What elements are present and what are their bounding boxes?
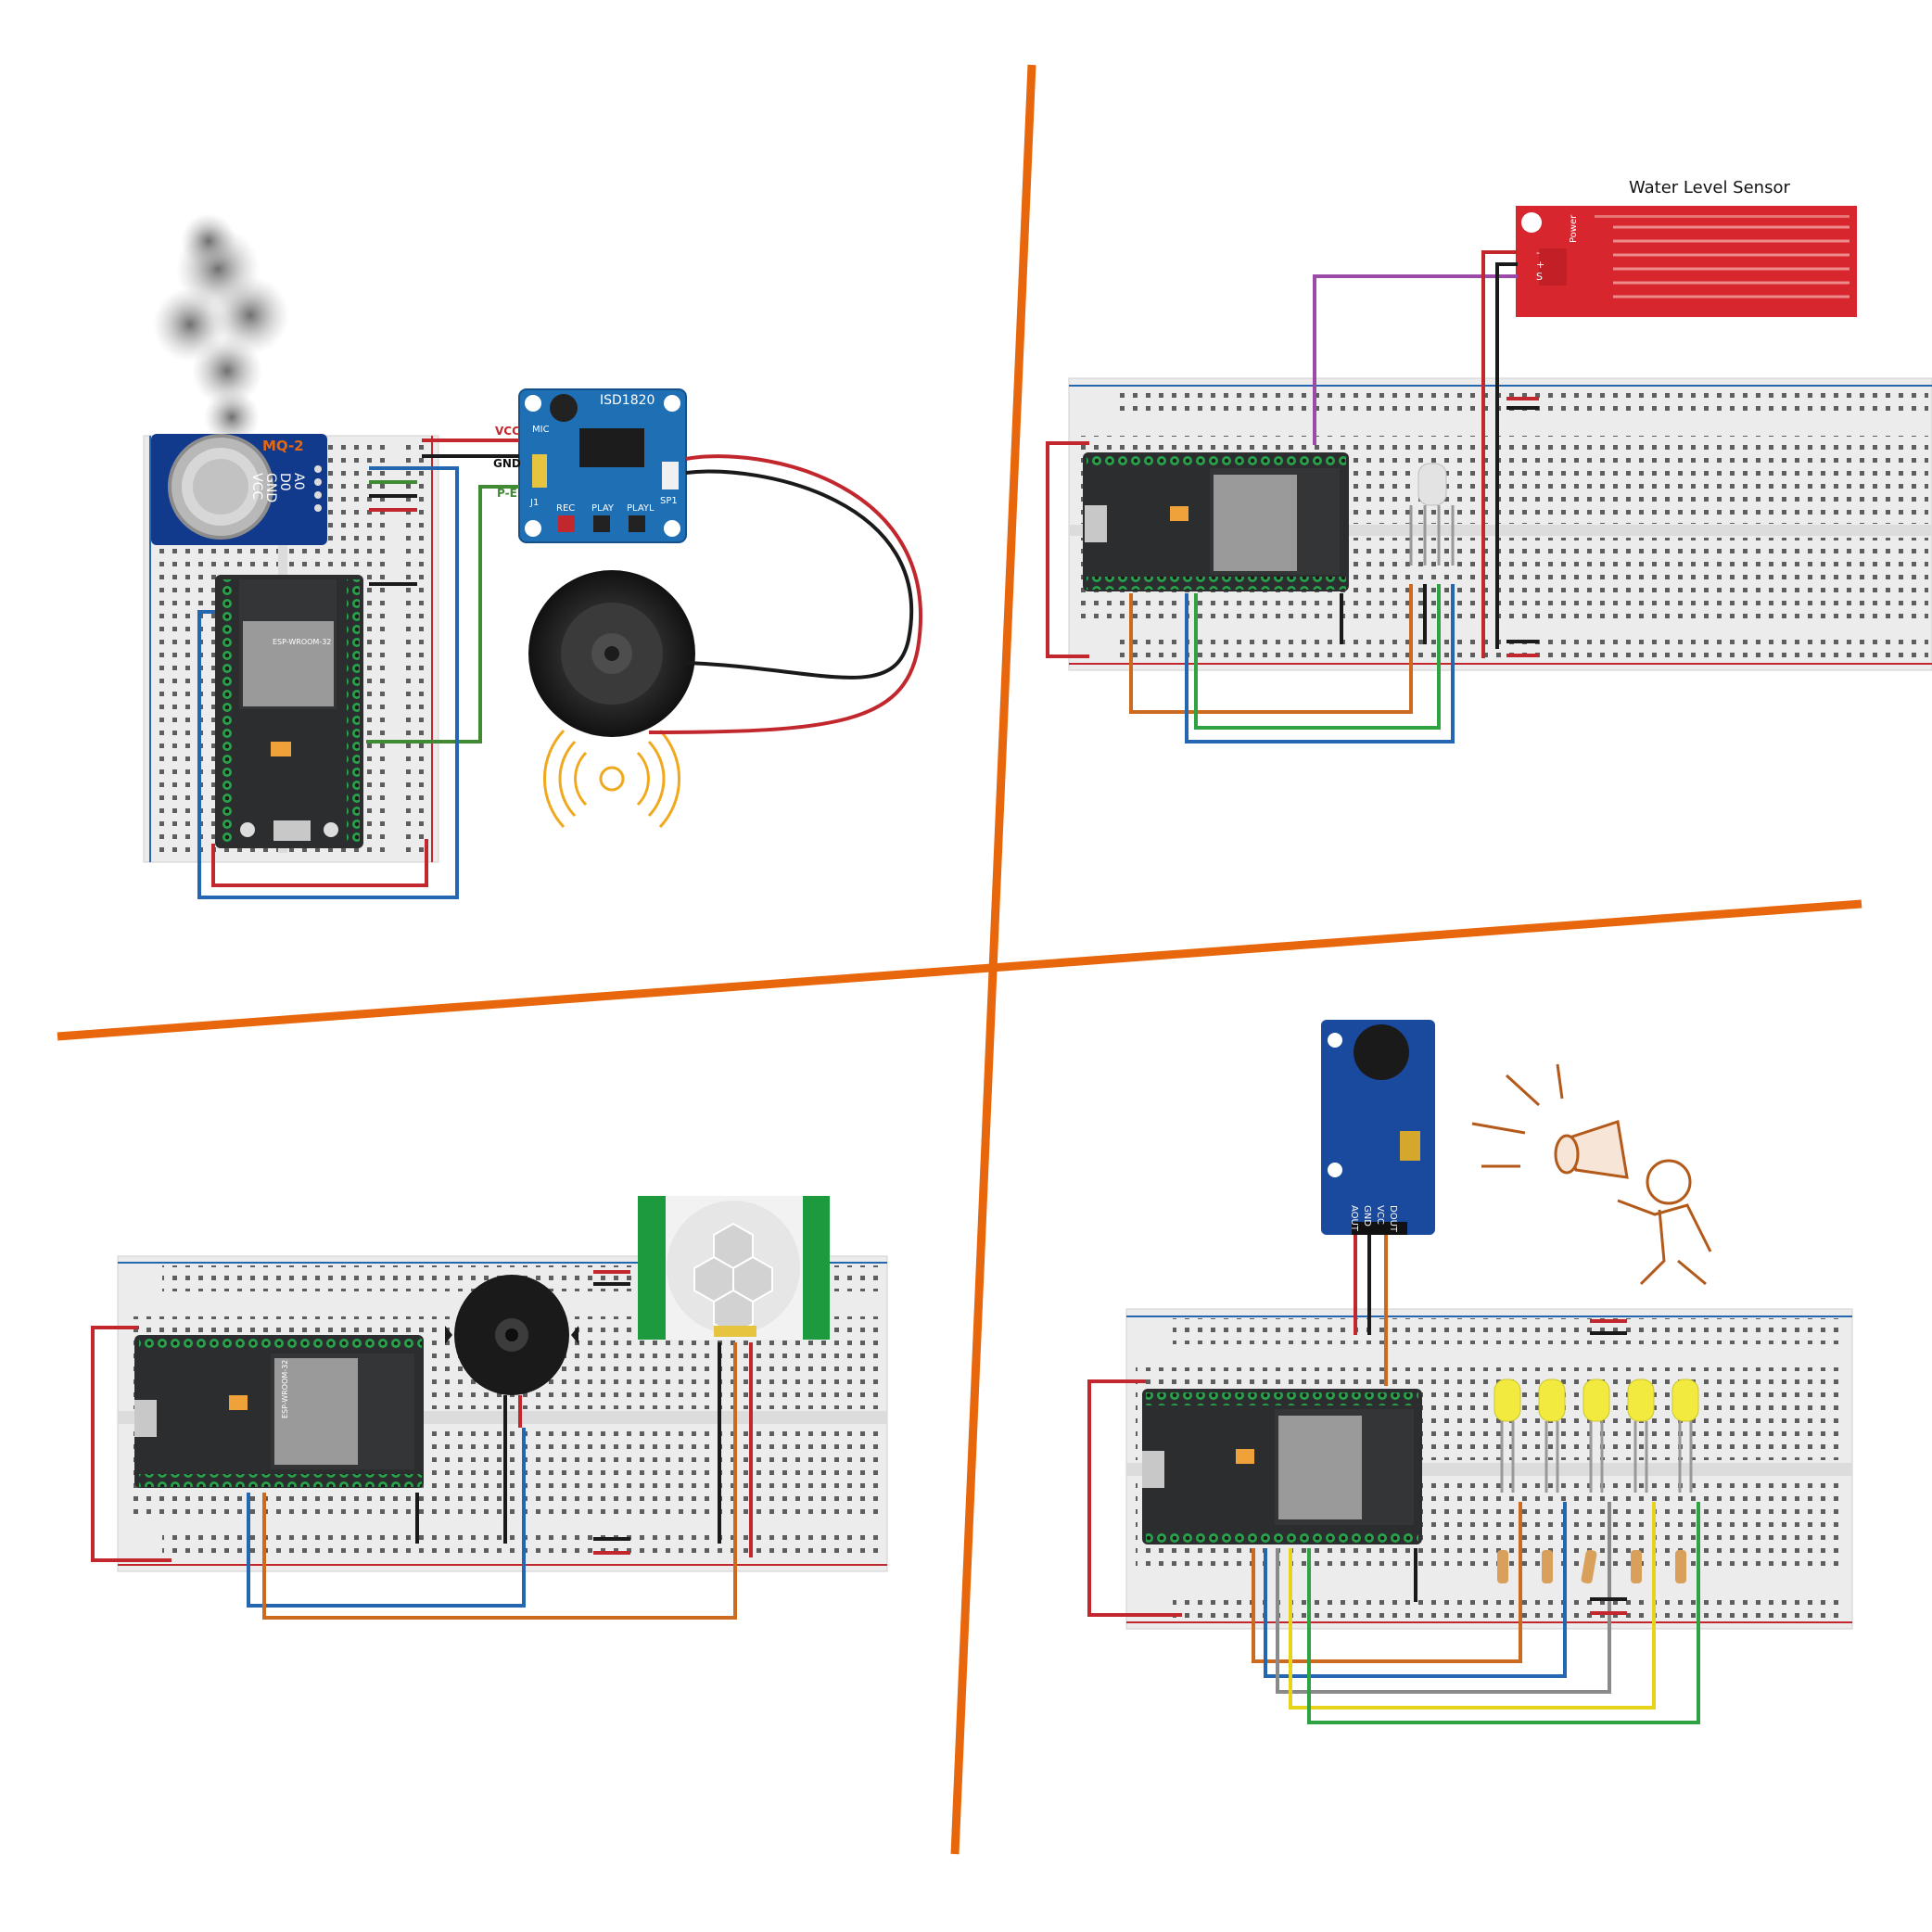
isd1820-playl-button[interactable] [629, 515, 645, 532]
mq2-pin-labels: A0 D0 GND VCC [249, 473, 306, 502]
isd1820-rec-button[interactable] [558, 515, 575, 532]
resistor [1497, 1550, 1508, 1583]
smoke-icon [153, 213, 289, 445]
mq2-pin-gnd: GND [263, 473, 278, 502]
mq2-gas-sensor: MQ-2 A0 D0 GND VCC [151, 434, 327, 545]
esp32-board-1: ESP-WROOM-32 [215, 575, 363, 848]
water-sensor-pin-minus: - [1536, 247, 1540, 259]
isd1820-label: ISD1820 [600, 393, 655, 408]
isd1820-play-button[interactable] [593, 515, 610, 532]
isd1820-j1-label: J1 [529, 498, 539, 508]
water-level-sensor: Power S + - [1516, 206, 1857, 317]
vertical-divider [950, 64, 1036, 1855]
wire-label-vcc: VCC [495, 425, 520, 438]
sound-waves-icon [542, 729, 681, 829]
sound-sensor-pin-dout: DOUT [1388, 1205, 1398, 1233]
isd1820-sp1-label: SP1 [660, 496, 678, 506]
water-sensor-pin-plus: + [1536, 259, 1544, 271]
yellow-led [1671, 1379, 1699, 1493]
esp32-3-label: ESP-WROOM-32 [281, 1360, 289, 1418]
esp32-1-label: ESP-WROOM-32 [273, 638, 331, 646]
isd1820-btn-rec-label: REC [556, 503, 575, 514]
water-sensor-pin-s: S [1536, 271, 1543, 283]
yellow-led [1538, 1379, 1566, 1493]
speaker-icon [528, 570, 695, 737]
esp32-board-4 [1142, 1389, 1422, 1544]
resistor [1581, 1549, 1597, 1584]
isd1820-mic-label: MIC [532, 425, 550, 435]
mq2-label: MQ-2 [262, 438, 304, 454]
wires-sound-leds [1087, 1235, 1700, 1724]
isd1820-btn-play-label: PLAY [591, 503, 615, 514]
wire-label-pe: P-E [497, 487, 517, 500]
buzzer-icon [445, 1275, 578, 1428]
isd1820-btn-playl-label: PLAYL [627, 503, 655, 514]
wires-gas-alarm [197, 439, 922, 899]
esp32-board-3: ESP-WROOM-32 [134, 1335, 424, 1488]
yellow-led-row [1493, 1379, 1699, 1493]
water-level-sensor-title: Water Level Sensor [1629, 178, 1790, 197]
resistor [1675, 1550, 1686, 1583]
horizontal-divider [57, 899, 1862, 1041]
quadrant-water-level: Power S + - Water Level Sensor [1046, 178, 1932, 744]
quadrant-sound-leds: DOUT VCC GND AOUT [1087, 1020, 1853, 1724]
quadrant-gas-alarm: MQ-2 A0 D0 GND VCC ESP-WROOM-32 [143, 213, 922, 899]
water-sensor-power-label: Power [1569, 214, 1579, 243]
yellow-led [1627, 1379, 1655, 1493]
mq2-pin-d0: D0 [277, 473, 292, 491]
wire-label-gnd: GND [493, 457, 521, 470]
wires-water-level [1046, 250, 1539, 744]
megaphone-person-icon [1471, 1063, 1712, 1286]
isd1820-voice-module: ISD1820 MIC J1 SP1 REC PLAY PLAYL [518, 388, 687, 543]
wires-motion-alarm [91, 1270, 753, 1620]
resistor [1631, 1550, 1642, 1583]
resistor [1542, 1550, 1553, 1583]
mq2-pin-a0: A0 [291, 473, 306, 489]
sound-sensor-pin-vcc: VCC [1375, 1205, 1385, 1225]
rgb-led [1409, 463, 1455, 566]
sound-sensor-pin-aout: AOUT [1349, 1205, 1359, 1232]
yellow-led [1493, 1379, 1521, 1493]
quadrant-dividers [57, 64, 1862, 1855]
sound-sensor-module: DOUT VCC GND AOUT [1321, 1020, 1435, 1235]
sound-sensor-pin-gnd: GND [1362, 1205, 1372, 1227]
yellow-led [1582, 1379, 1610, 1493]
resistor-row [1497, 1549, 1686, 1584]
esp32-board-2 [1083, 452, 1349, 591]
quadrant-motion-alarm: ESP-WROOM-32 [91, 1196, 888, 1620]
pir-motion-sensor [638, 1196, 830, 1340]
mq2-pin-vcc: VCC [249, 473, 264, 500]
